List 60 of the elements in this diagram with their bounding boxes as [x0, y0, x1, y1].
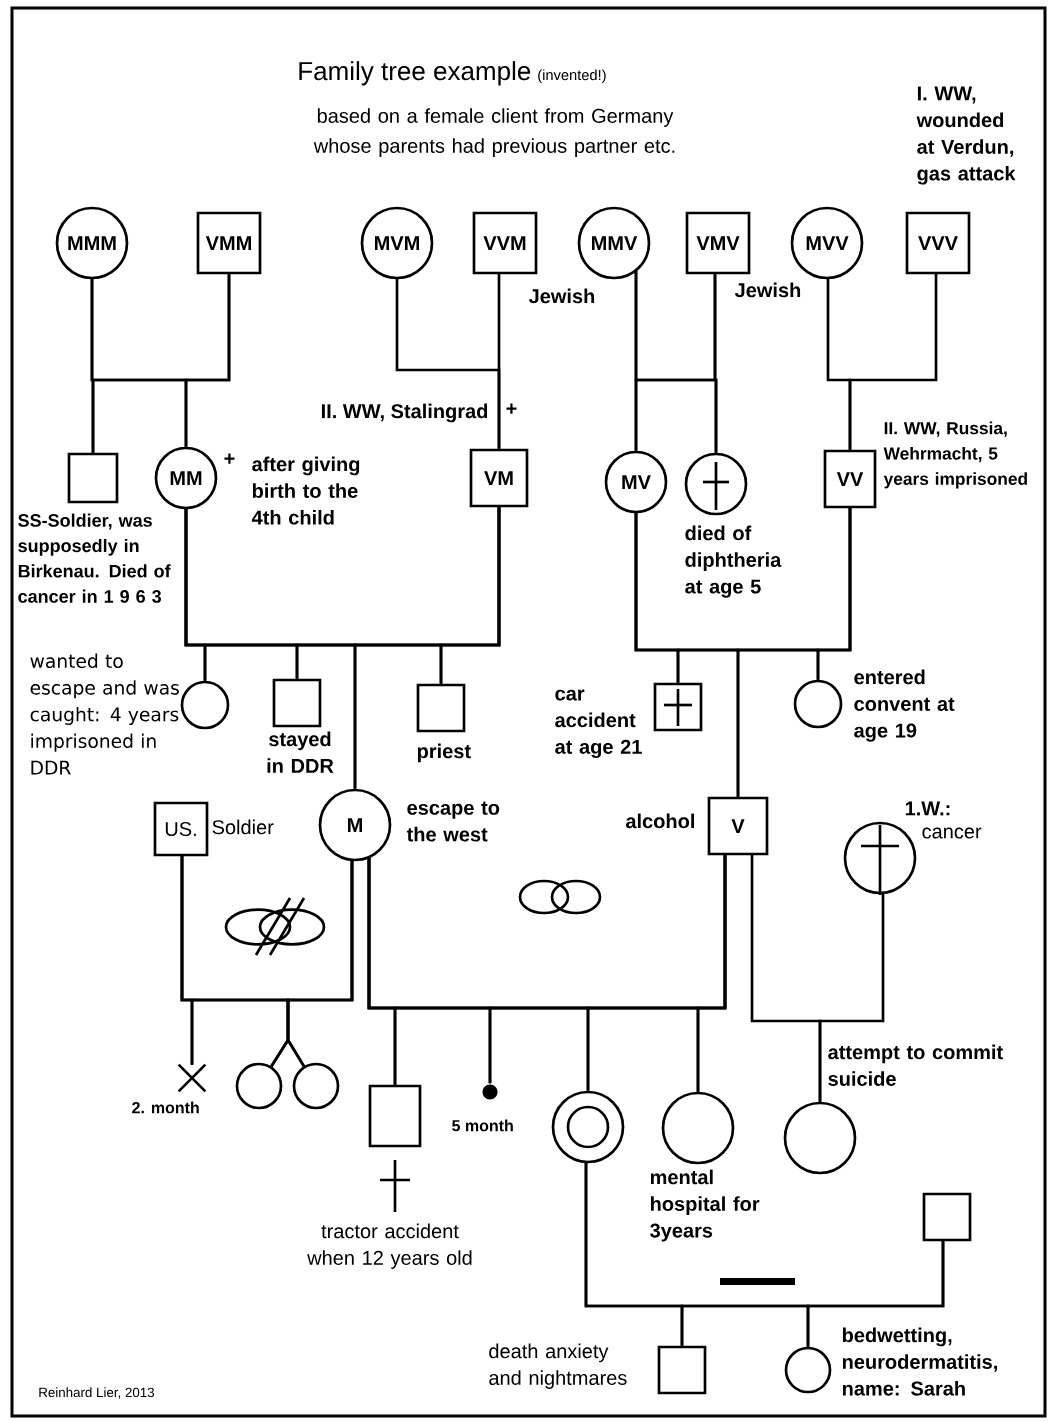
descent-line: [439, 506, 501, 684]
annotation: died of diphtheria at age 5: [685, 525, 782, 598]
author-credit: Reinhard Lier, 2013: [39, 1387, 155, 1399]
annotation: SS-Soldier, was supposedly in Birkenau. Died of cancer in 1 9 6 3: [18, 513, 171, 603]
descent-line: [286, 859, 354, 1067]
annotation: 2. month: [132, 1101, 199, 1114]
descent-line: [848, 273, 938, 450]
female-symbol: [292, 1062, 340, 1110]
annotation: Jewish: [528, 288, 595, 304]
female-symbol: [684, 452, 748, 516]
female-symbol: [180, 680, 230, 730]
annotation: cancer: [922, 827, 982, 839]
descent-line: [806, 1240, 945, 1347]
annotation: II. WW, Russia, Wehrmacht, 5 years imprisoned: [883, 421, 1027, 489]
annotation: Jewish: [734, 282, 801, 298]
male-symbol: [368, 1084, 422, 1148]
annotation: car accident at age 21: [555, 689, 642, 758]
stillbirth-dot: [482, 1084, 498, 1100]
male-symbol: [272, 678, 322, 728]
descent-line: [818, 892, 885, 1102]
male-symbol: [67, 452, 119, 504]
annotation: stayed in DDR: [267, 731, 334, 773]
annotation: +: [506, 403, 517, 414]
subtitle: based on a female client from Germany whose parents had previous partner etc.: [313, 108, 675, 157]
annotation: +: [224, 453, 235, 464]
annotation: wanted to escape and was caught: 4 years imprisoned in DDR: [30, 653, 179, 775]
annotation: alcohol: [626, 813, 694, 829]
title-note: (invented!): [538, 69, 606, 84]
male-symbol: [653, 682, 703, 732]
female-symbol: [784, 1346, 832, 1394]
descent-line: [816, 507, 852, 680]
male-symbol: [922, 1192, 972, 1242]
descent-line: [184, 273, 231, 447]
annotation: bedwetting, neurodermatitis, name: Sarah: [842, 1327, 997, 1396]
male-symbol: [657, 1345, 707, 1395]
annotation: tractor accident when 12 years old: [307, 1223, 472, 1269]
index-person-symbol: [551, 1090, 625, 1164]
annotation: II. WW, Stalingrad: [321, 403, 488, 423]
female-symbol: [235, 1062, 283, 1110]
annotation: entered convent at age 19: [854, 669, 955, 742]
annotation: 1.W.:: [905, 801, 950, 816]
female-symbol: [843, 821, 917, 895]
annotation: Soldier: [212, 819, 274, 835]
female-symbol: [783, 1101, 857, 1175]
annotation: 5 month: [452, 1119, 513, 1132]
descent-line: [497, 273, 501, 449]
annotation: escape to the west: [406, 801, 500, 842]
title: Family tree example: [299, 61, 531, 86]
miscarriage-cross: [177, 1063, 207, 1093]
annotation: death anxiety and nightmares: [489, 1343, 627, 1389]
annotation: mental hospital for 3years: [650, 1169, 760, 1242]
male-symbol: [416, 683, 466, 733]
descent-line: [713, 273, 718, 453]
annotation: I. WW, wounded at Verdun, gas attack: [916, 86, 1016, 185]
annotation: attempt to commit suicide: [828, 1044, 1003, 1086]
annotation: priest: [417, 743, 471, 763]
female-symbol: [661, 1091, 735, 1165]
female-symbol: [793, 679, 843, 729]
annotation: after giving birth to the 4th child: [251, 456, 360, 525]
descent-line: [696, 854, 727, 1092]
